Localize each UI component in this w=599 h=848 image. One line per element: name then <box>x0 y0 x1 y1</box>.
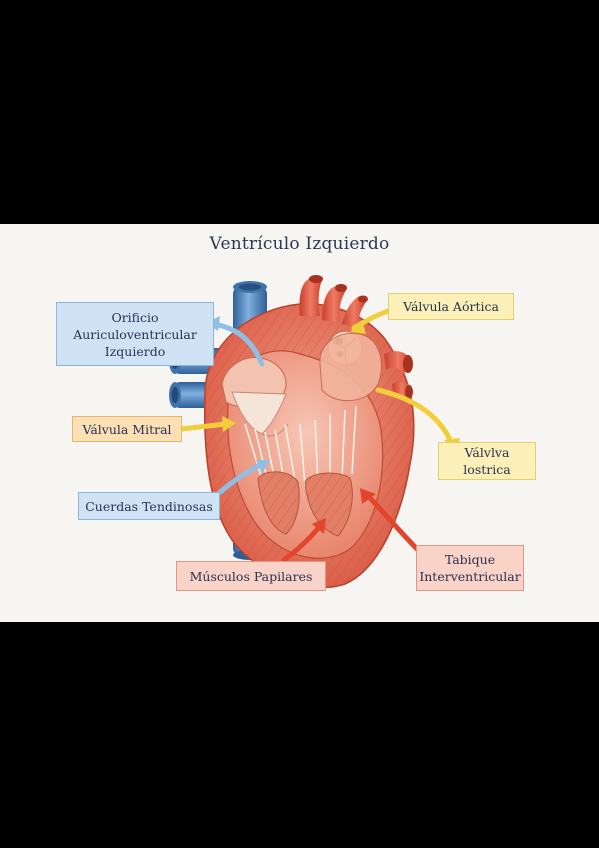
label-valvula-mitral: Válvula Mitral <box>72 416 182 442</box>
label-tabique-interventricular: Tabique Interventricular <box>416 545 524 591</box>
label-musculos-papilares: Músculos Papilares <box>176 561 326 591</box>
diagram-panel: Ventrículo Izquierdo <box>0 224 599 622</box>
heart-body <box>203 303 415 589</box>
label-orificio-line-3: Izquierdo <box>104 343 166 359</box>
diagram-title: Ventrículo Izquierdo <box>209 234 390 254</box>
papillary-muscles <box>257 471 353 537</box>
label-cuerdas-tendinosas: Cuerdas Tendinosas <box>78 492 220 520</box>
label-orificio-line-2: Auriculoventricular <box>73 326 197 342</box>
label-valvula-aortica: Válvula Aórtica <box>388 293 514 320</box>
label-tabique-line-2: Interventricular <box>419 569 521 584</box>
aorta <box>299 275 413 402</box>
label-orificio-auriculoventricular: Orificio Auriculoventricular Izquierdo <box>56 302 214 366</box>
label-orificio-line-1: Orificio <box>111 309 159 325</box>
heart-illustration <box>169 275 460 589</box>
label-tabique-line-1: Tabique <box>444 552 496 567</box>
label-valvula-iostrica: Válvlva lostrica <box>438 442 536 480</box>
